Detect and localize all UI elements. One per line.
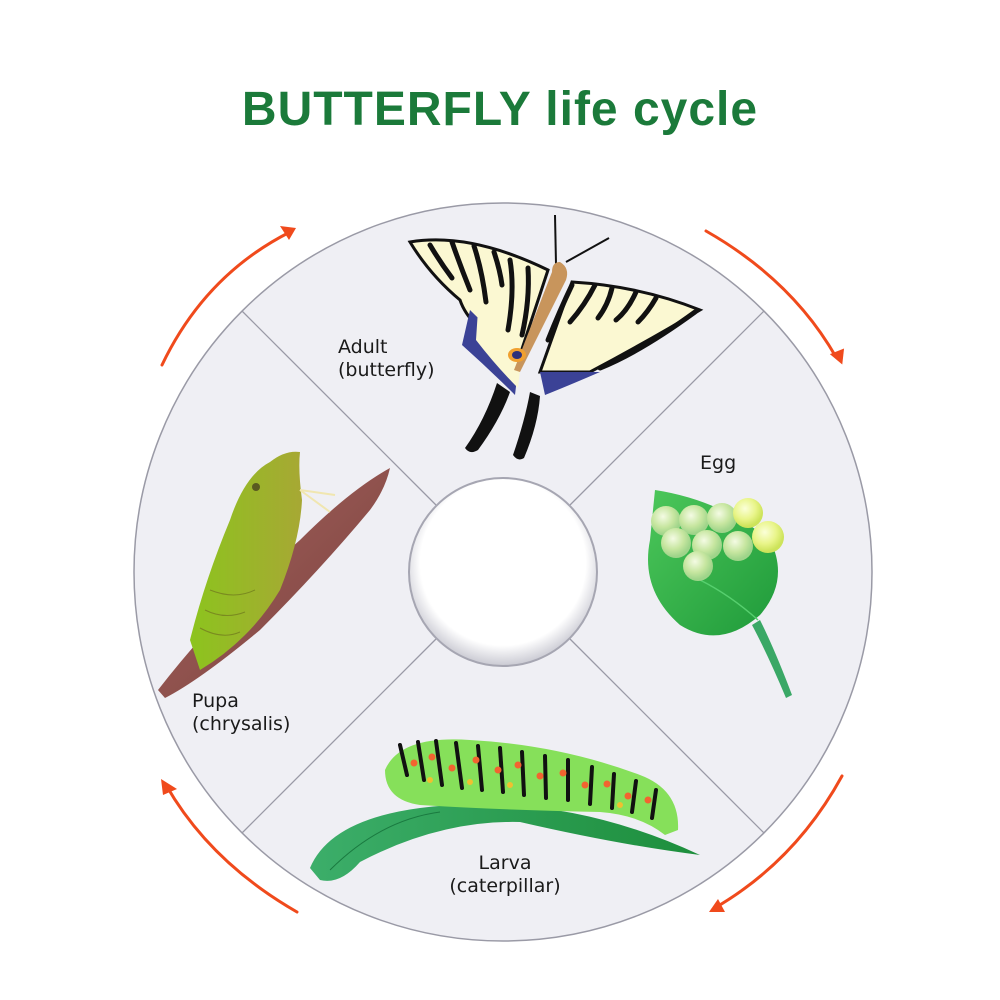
arrow-adult-to-egg [704,229,838,359]
stage-label-larva: Larva (caterpillar) [420,852,590,898]
quadrant-dividers [241,310,765,834]
stage-detail: (butterfly) [338,359,435,381]
eggs-on-leaf-icon [648,490,792,698]
stage-label-pupa: Pupa (chrysalis) [192,690,290,736]
cycle-arrows [160,226,845,914]
arrow-pupa-to-adult [160,230,292,367]
stage-name: Egg [700,452,737,474]
stage-detail: (caterpillar) [449,875,561,897]
stage-label-adult: Adult (butterfly) [338,336,435,382]
arrow-egg-to-larva [711,774,844,911]
stage-name: Pupa [192,690,239,712]
stage-name: Larva [478,852,532,874]
page-title: BUTTERFLY life cycle [241,83,759,136]
center-circle [408,477,598,667]
caterpillar-icon [310,739,700,881]
butterfly-icon [407,214,704,460]
arrow-larva-to-pupa [164,783,299,914]
chrysalis-icon [158,451,390,698]
stage-name: Adult [338,336,388,358]
stage-label-egg: Egg [700,452,736,475]
stage-detail: (chrysalis) [192,713,291,735]
